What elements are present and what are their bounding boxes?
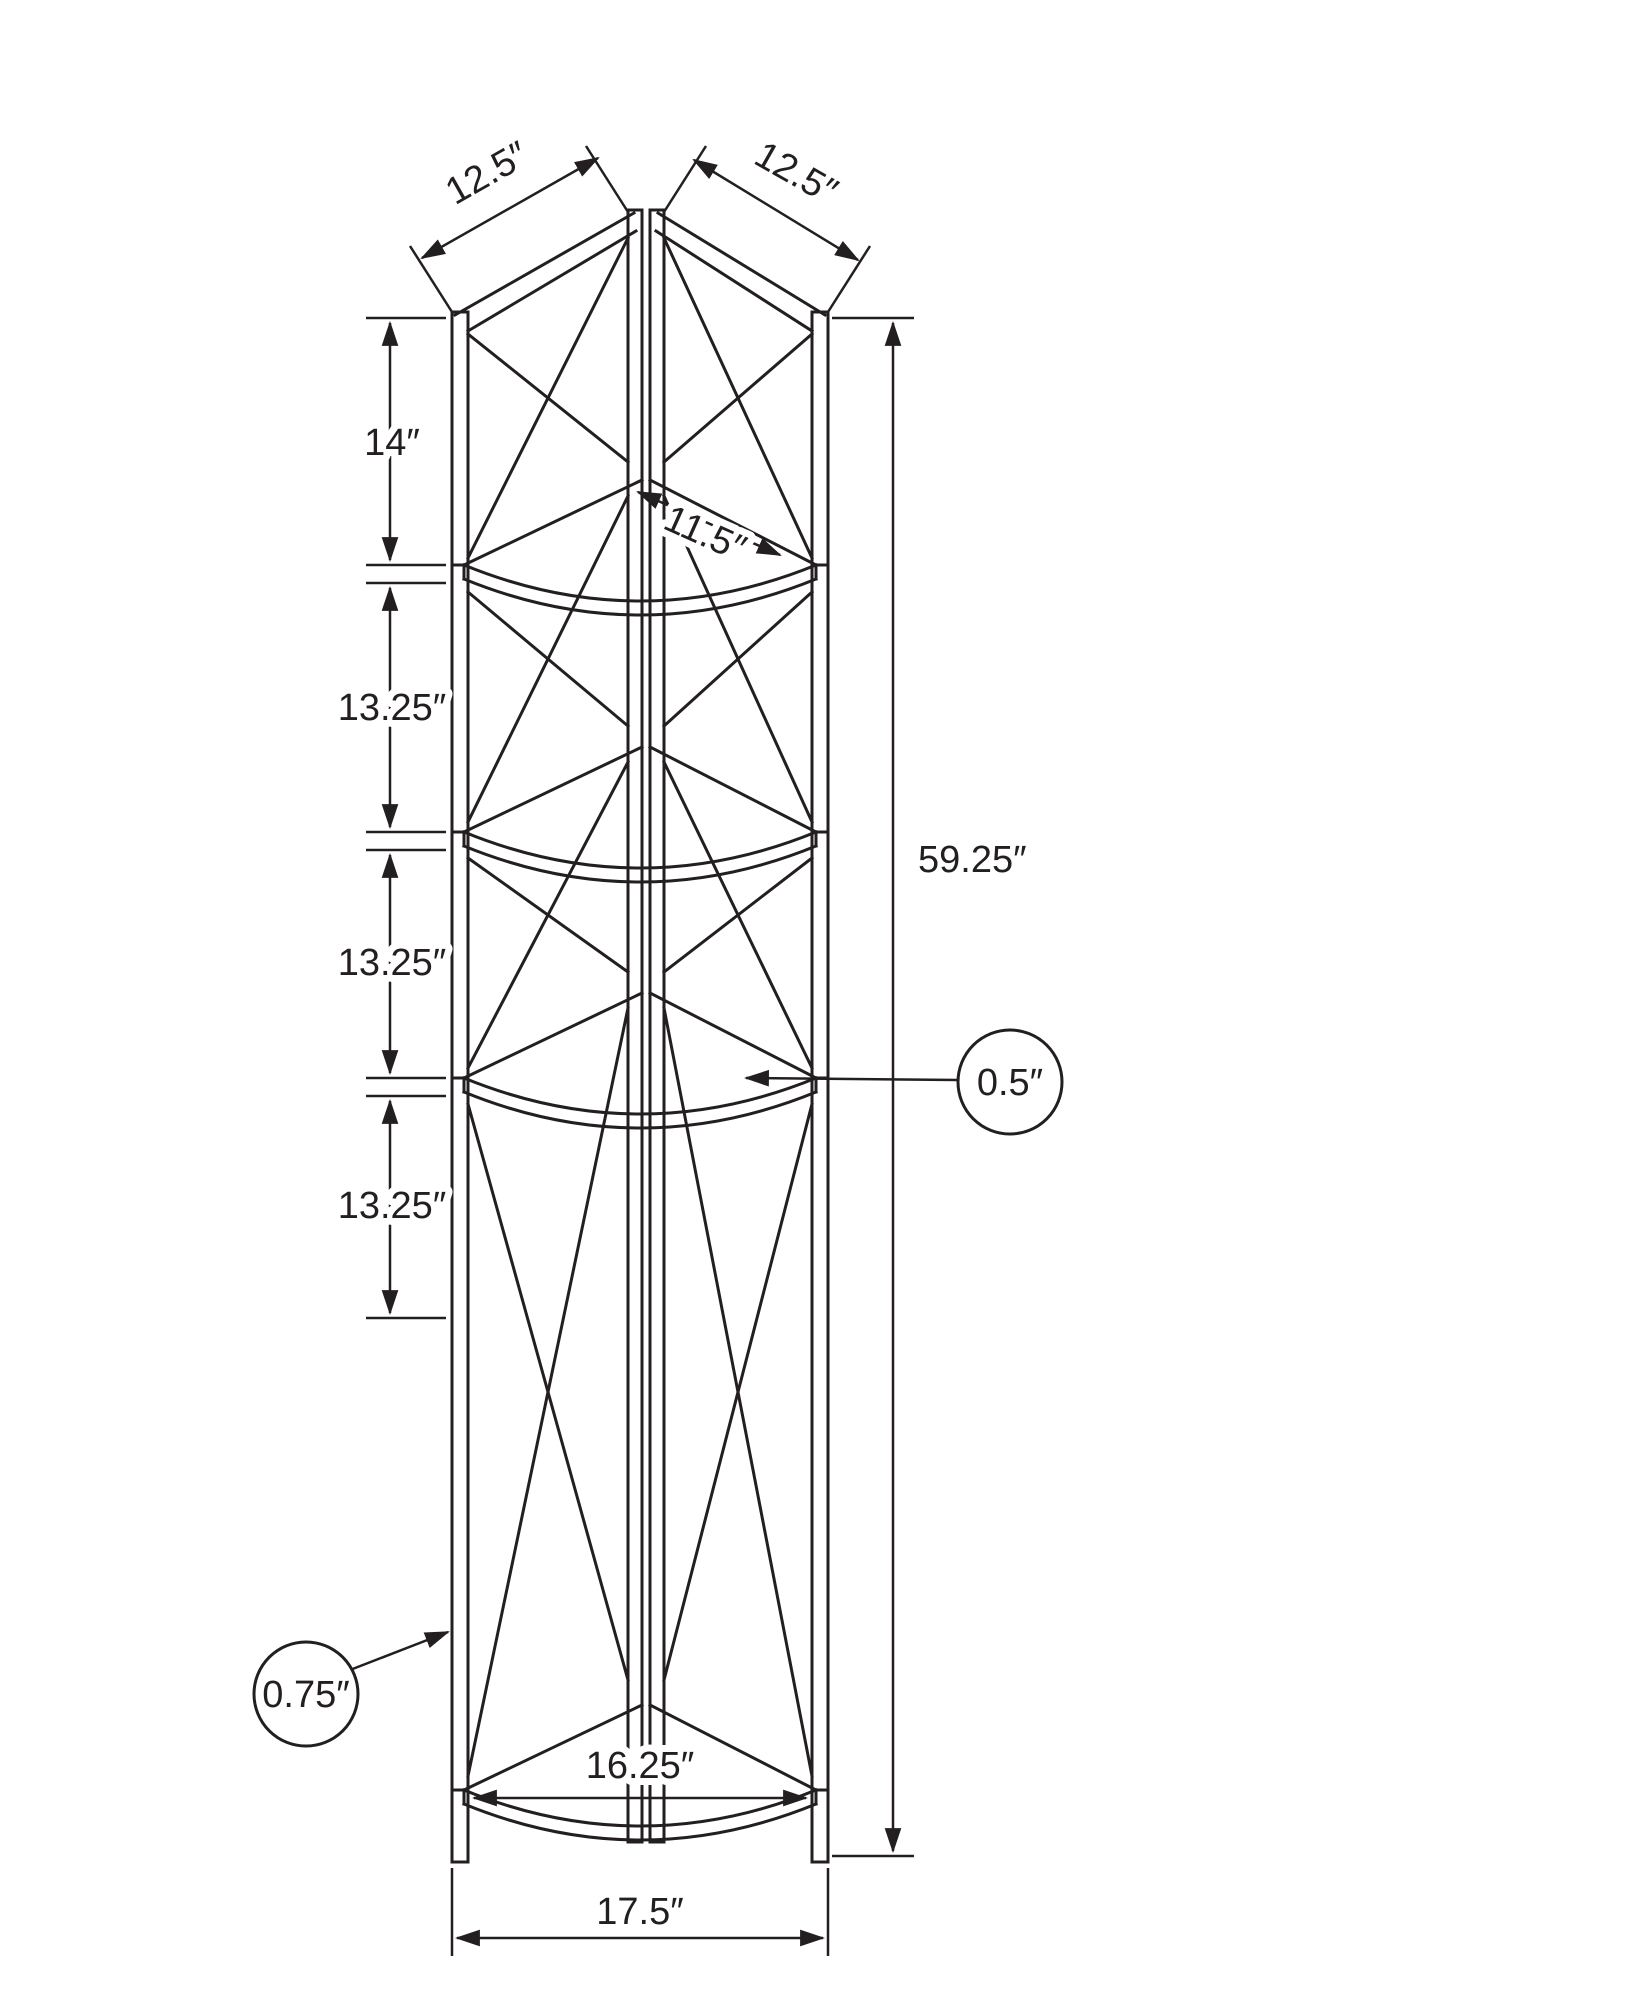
label-total-height: 59.25″	[918, 839, 1027, 881]
right-panel-x-braces	[661, 236, 815, 1778]
label-gap-3: 13.25″	[338, 942, 447, 984]
shelf-2	[450, 744, 830, 884]
label-shelf-thickness: 0.5″	[977, 1062, 1043, 1104]
left-post	[450, 310, 470, 1864]
bookcase-structure	[450, 208, 830, 1864]
label-gap-4: 13.25″	[338, 1185, 447, 1227]
shelf-3	[450, 990, 830, 1130]
label-gap-top: 14″	[364, 422, 420, 464]
callout-shelf-thickness	[743, 1028, 1064, 1136]
center-right-post	[648, 208, 666, 1844]
dim-total-height	[832, 316, 914, 1858]
left-top-rail	[452, 210, 639, 334]
label-inner-width: 16.25″	[586, 1745, 695, 1787]
right-top-rail	[653, 210, 828, 334]
dim-outer-width	[450, 1868, 830, 1956]
right-post	[810, 310, 830, 1864]
center-left-post	[626, 208, 644, 1844]
label-outer-width: 17.5″	[596, 1891, 683, 1933]
callout-circle-0-75	[252, 1640, 360, 1748]
shelf-1	[450, 477, 830, 617]
shelf-bottom	[450, 1702, 830, 1842]
label-frame-thickness: 0.75″	[262, 1674, 349, 1716]
dimension-labels: 12.5″ 12.5″ 14″ 13.25″ 13.25″ 13.25″ 59.…	[262, 127, 1043, 1940]
dim-top-right-width	[662, 145, 872, 313]
dimension-annotations	[252, 145, 1064, 1956]
dim-left-chain	[366, 316, 446, 1320]
label-gap-2: 13.25″	[338, 687, 447, 729]
callout-frame-thickness	[252, 1630, 450, 1748]
left-panel-x-braces	[465, 235, 631, 1778]
dim-shelf-diagonal	[636, 490, 782, 557]
callout-circle-0-5	[956, 1028, 1064, 1136]
dim-top-left-width	[408, 145, 630, 313]
